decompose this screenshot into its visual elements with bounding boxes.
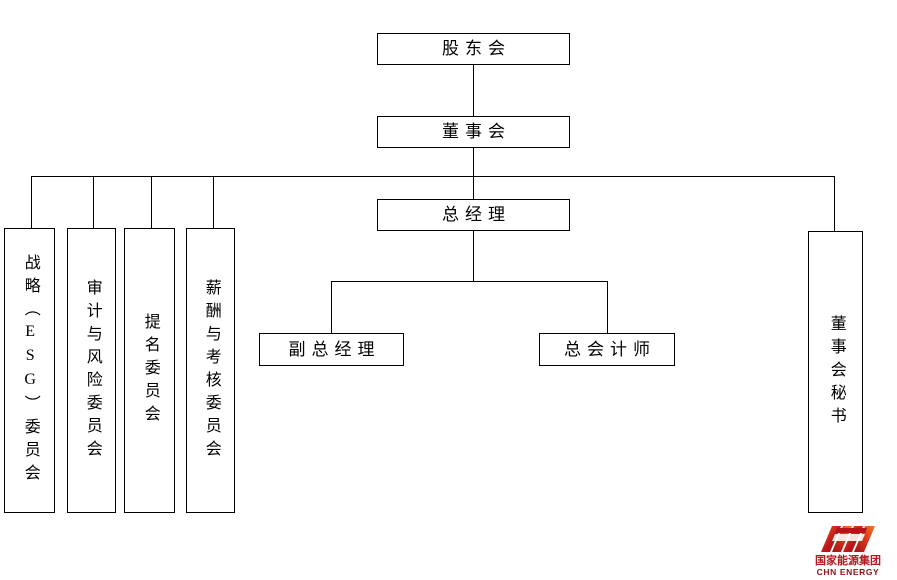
node-shareholders-label: 股东会 <box>442 39 511 59</box>
node-chief-accountant-label: 总会计师 <box>564 339 656 359</box>
connector-subbus-to-deputy-gm <box>331 281 332 333</box>
node-general-manager[interactable]: 总经理 <box>377 199 570 231</box>
connector-bus-to-remuneration <box>213 176 214 228</box>
node-deputy-general-manager-label: 副总经理 <box>288 339 381 359</box>
connector-bus-to-board-secretary <box>834 176 835 231</box>
node-nomination-committee[interactable]: 提名委员会 <box>124 228 175 513</box>
node-nomination-committee-label: 提名委员会 <box>141 313 159 428</box>
connector-shareholders-to-board <box>473 65 474 116</box>
node-deputy-general-manager[interactable]: 副总经理 <box>259 333 404 366</box>
node-strategy-esg-committee-label: 战略（ESG）委员会 <box>21 254 39 487</box>
logo-english-name: CHN ENERGY <box>816 567 880 577</box>
node-board-of-directors-label: 董事会 <box>442 122 511 142</box>
node-general-manager-label: 总经理 <box>442 205 511 225</box>
chn-energy-logo: 国家能源集团 CHN ENERGY <box>802 524 894 578</box>
node-shareholders[interactable]: 股东会 <box>377 33 570 65</box>
node-board-secretary-label: 董事会秘书 <box>827 314 845 430</box>
connector-bus-horizontal <box>31 176 835 177</box>
connector-bus-to-nomination <box>151 176 152 228</box>
node-remuneration-appraisal-committee-label: 薪酬与考核委员会 <box>202 278 220 463</box>
node-remuneration-appraisal-committee[interactable]: 薪酬与考核委员会 <box>186 228 235 513</box>
node-chief-accountant[interactable]: 总会计师 <box>539 333 675 366</box>
node-audit-risk-committee-label: 审计与风险委员会 <box>83 278 101 463</box>
connector-bus-to-audit-risk <box>93 176 94 228</box>
connector-subbus-horizontal <box>331 281 608 282</box>
node-strategy-esg-committee[interactable]: 战略（ESG）委员会 <box>4 228 55 513</box>
connector-general-manager-to-subbus <box>473 231 474 281</box>
node-board-secretary[interactable]: 董事会秘书 <box>808 231 863 513</box>
connector-bus-to-general-manager <box>473 176 474 199</box>
connector-bus-to-strategy-esg <box>31 176 32 228</box>
chn-energy-emblem-icon <box>819 524 877 554</box>
node-audit-risk-committee[interactable]: 审计与风险委员会 <box>67 228 116 513</box>
node-board-of-directors[interactable]: 董事会 <box>377 116 570 148</box>
logo-chinese-name: 国家能源集团 <box>815 554 881 567</box>
connector-subbus-to-chief-accountant <box>607 281 608 333</box>
connector-board-to-bus <box>473 148 474 176</box>
